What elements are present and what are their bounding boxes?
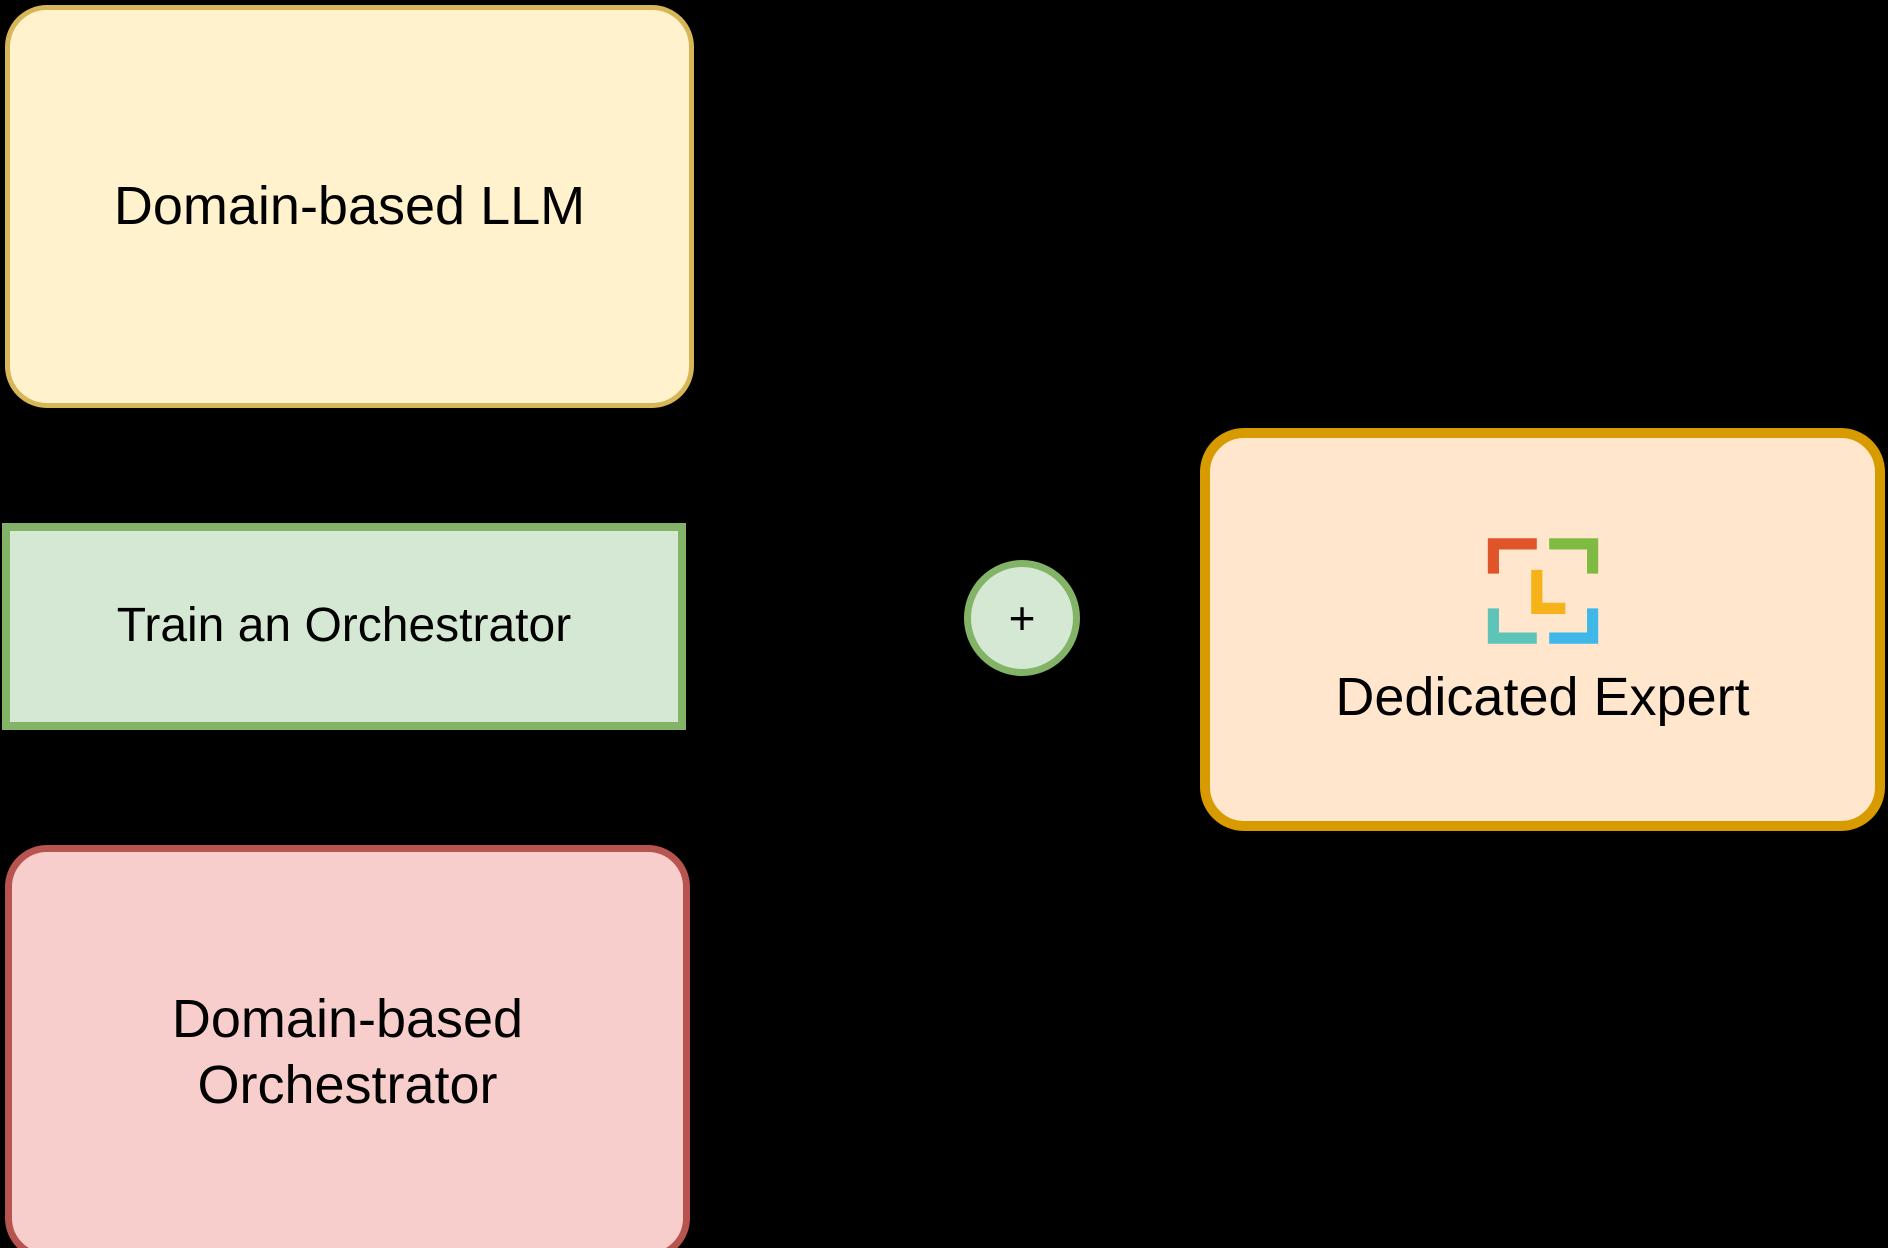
connector-stub-plus-right bbox=[1078, 612, 1090, 620]
connector-stub-train-top bbox=[338, 512, 343, 526]
node-domain-based-orchestrator[interactable]: Domain-based Orchestrator bbox=[5, 845, 690, 1248]
node-label-train-an-orchestrator: Train an Orchestrator bbox=[116, 599, 572, 653]
plus-icon: + bbox=[1008, 591, 1036, 644]
node-domain-based-llm[interactable]: Domain-based LLM bbox=[5, 5, 694, 408]
node-label-domain-based-orchestrator: Domain-based Orchestrator bbox=[171, 988, 524, 1115]
node-label-domain-based-llm: Domain-based LLM bbox=[113, 175, 586, 236]
node-plus-operator[interactable]: + bbox=[964, 560, 1080, 676]
node-train-an-orchestrator[interactable]: Train an Orchestrator bbox=[2, 523, 686, 730]
node-dedicated-expert[interactable]: Dedicated Expert bbox=[1200, 428, 1885, 831]
node-label-dedicated-expert: Dedicated Expert bbox=[1335, 666, 1750, 727]
connector-stub-train-bottom bbox=[338, 728, 344, 742]
langchain-bracket-logo-icon bbox=[1487, 537, 1598, 644]
